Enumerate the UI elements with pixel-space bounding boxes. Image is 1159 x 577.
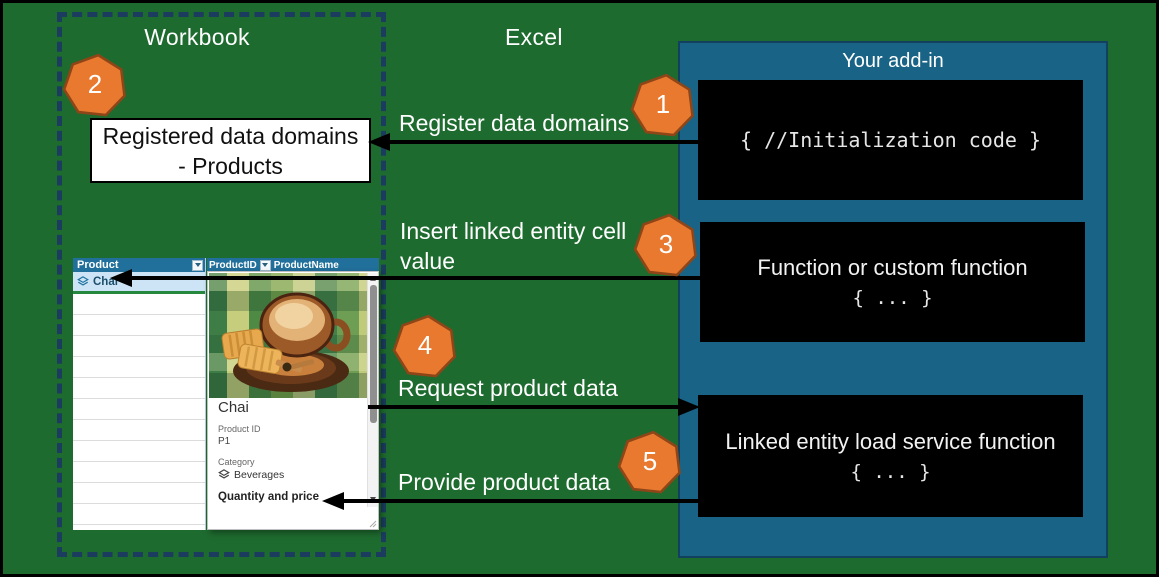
category-value: Beverages [234,469,285,481]
function-box-code: { ... } [852,287,933,309]
registered-domains-line1: Registered data domains [102,122,359,149]
product-id-value: P1 [218,436,231,447]
provide-arrow-head-icon [322,492,344,510]
heptagon-icon [633,213,697,277]
insert-arrow-head-icon [110,269,132,287]
quantity-price-section-title: Quantity and price [218,491,319,503]
load-service-code: { ... } [850,461,931,483]
excel-product-table: Product Chai [73,258,206,530]
linked-entity-card: Chai Product ID P1 Category Beverages Qu… [207,271,379,530]
card-scrollbar[interactable] [367,273,378,507]
step-badge-3-number: 3 [658,229,674,259]
insert-arrow-line [128,276,700,280]
register-arrow-head-icon [368,133,390,151]
category-label: Category [218,457,255,467]
insert-linked-entity-label-line2: value [400,248,455,274]
heptagon-icon [392,314,456,378]
resize-grip-icon[interactable] [369,520,377,528]
category-row: Beverages [218,469,284,481]
addin-title: Your add-in [842,50,944,72]
excel-title: Excel [505,24,563,50]
product-column-header[interactable]: Product [73,258,205,272]
register-arrow-line [386,140,698,144]
heptagon-icon [62,53,126,117]
initialization-code-box: { //Initialization code } [698,80,1083,200]
step-badge-4-number: 4 [417,330,433,360]
heptagon-icon [617,430,681,494]
step-badge-2-number: 2 [87,69,103,99]
provide-product-data-label: Provide product data [398,469,611,495]
heptagon-icon [630,73,694,137]
function-box-title: Function or custom function [757,255,1028,280]
step-badge-1: 1 [630,73,696,139]
productid-header-label: ProductID [209,259,257,271]
chai-photo [209,273,369,398]
registered-domains-line2: - Products [178,152,283,179]
workbook-region [57,12,386,557]
request-product-data-label: Request product data [398,375,618,401]
request-arrow-line [368,405,680,409]
excel-columns-header: ProductID ProductName [207,258,379,272]
step-badge-5: 5 [617,430,683,496]
function-box: Function or custom function { ... } [700,222,1085,342]
registered-domains-box: Registered data domains - Products [90,118,371,183]
scrollbar-thumb[interactable] [370,285,377,423]
provide-arrow-line [340,499,698,503]
product-header-label: Product [77,259,119,271]
step-badge-3: 3 [633,213,699,279]
request-arrow-head-icon [678,398,700,416]
step-badge-1-number: 1 [655,89,671,119]
register-data-domains-label: Register data domains [399,110,630,136]
step-badge-5-number: 5 [642,446,658,476]
step-badge-2: 2 [62,53,128,119]
filter-dropdown-icon[interactable] [259,259,271,271]
card-title: Chai [218,399,249,416]
step-badge-4: 4 [392,314,458,380]
productname-header-label: ProductName [273,259,339,271]
insert-linked-entity-label-line1: Insert linked entity cell [400,218,627,244]
load-service-title: Linked entity load service function [725,429,1056,454]
filter-dropdown-icon[interactable] [192,259,203,271]
linked-entity-icon [218,469,230,479]
initialization-code-text: { //Initialization code } [739,128,1042,152]
load-service-box: Linked entity load service function { ..… [698,395,1083,517]
linked-entity-icon [77,275,89,286]
workbook-title: Workbook [144,24,250,50]
product-id-label: Product ID [218,424,261,434]
empty-table-rows [73,294,205,530]
